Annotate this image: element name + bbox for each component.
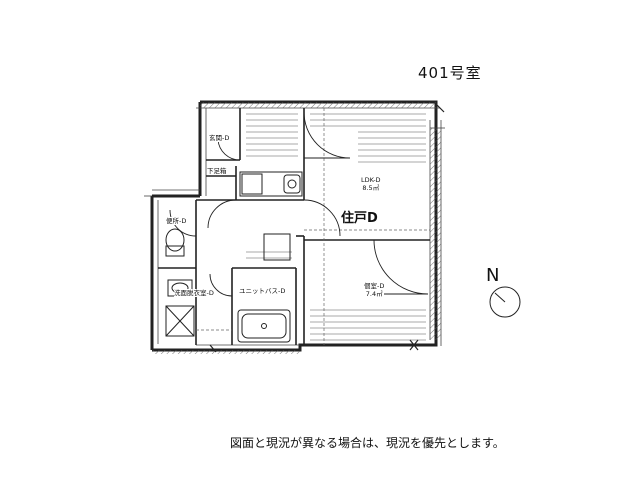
room-number: 401号室 xyxy=(418,64,482,82)
bedroom-name: 個室-D xyxy=(364,282,385,290)
disclaimer-text: 図面と現況が異なる場合は、現況を優先とします。 xyxy=(230,436,505,450)
entrance-label: 玄関-D xyxy=(209,134,230,142)
appliance-space xyxy=(263,233,291,261)
outer-wall xyxy=(150,100,438,352)
compass-dial xyxy=(489,286,521,318)
ldk-area: 8.5㎡ xyxy=(362,184,380,192)
washroom-label: 洗面脱衣室-D xyxy=(174,289,214,297)
ldk-label: LDK-D 8.5㎡ xyxy=(361,176,381,192)
compass-north-label: N xyxy=(486,265,500,286)
kitchen xyxy=(239,171,303,197)
toilet-fixture xyxy=(165,228,185,257)
bathtub xyxy=(237,309,291,343)
toilet-label: 便所-D xyxy=(166,217,187,225)
interior-walls xyxy=(158,108,430,345)
unit-label: 住戸D xyxy=(340,207,379,226)
unit-bath-label: ユニットバス-D xyxy=(239,287,286,295)
shoe-box-label: 下足箱 xyxy=(207,167,227,175)
ldk-name: LDK-D xyxy=(361,176,381,184)
washer-space xyxy=(165,305,195,337)
bedroom-area: 7.4㎡ xyxy=(365,290,383,298)
bedroom-label: 個室-D 7.4㎡ xyxy=(364,282,385,298)
